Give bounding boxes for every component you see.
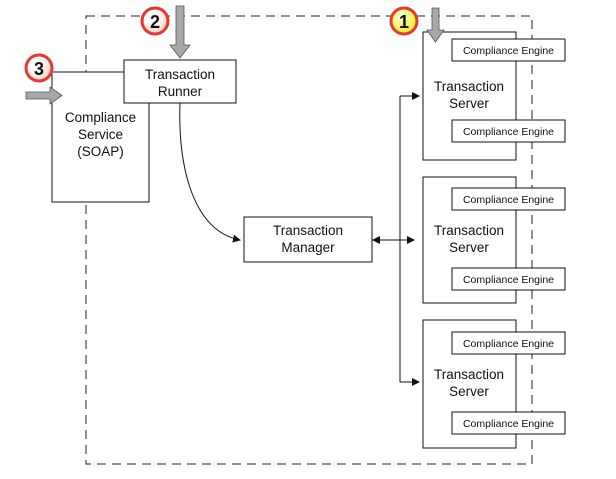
server-1-line1: Transaction (434, 79, 504, 94)
transaction-manager-box: Transaction Manager (243, 216, 373, 263)
entry-arrow-runner (169, 5, 191, 59)
manager-bus-arrow-left-head (372, 236, 380, 244)
transaction-manager-line2: Manager (281, 240, 335, 255)
server-1-line2: Server (449, 96, 489, 111)
server-3-engine-bottom: Compliance Engine (451, 411, 566, 435)
server-1-engine-top: Compliance Engine (451, 38, 566, 62)
server-3-engine-top-label: Compliance Engine (463, 338, 554, 350)
server-3-engine-top: Compliance Engine (451, 331, 566, 355)
transaction-server-1: Transaction Server Compliance Engine Com… (422, 31, 566, 161)
badge-2: 2 (140, 6, 170, 36)
server-3-engine-bottom-label: Compliance Engine (463, 418, 554, 430)
badge-3: 3 (24, 53, 54, 83)
server-2-engine-bottom: Compliance Engine (451, 267, 566, 291)
transaction-server-2: Transaction Server Compliance Engine Com… (422, 176, 566, 304)
badge-1: 1 (389, 6, 419, 36)
runner-to-manager-arrow (179, 102, 241, 243)
server-2-line1: Transaction (434, 223, 504, 238)
transaction-runner-box: Transaction Runner (123, 59, 237, 104)
entry-arrow-service (25, 86, 63, 105)
transaction-server-3: Transaction Server Compliance Engine Com… (422, 319, 566, 449)
transaction-manager-line1: Transaction (273, 223, 343, 238)
server-1-engine-bottom: Compliance Engine (451, 119, 566, 143)
server-1-engine-bottom-label: Compliance Engine (463, 126, 554, 138)
server-3-line1: Transaction (434, 367, 504, 382)
server-3-line2: Server (449, 384, 489, 399)
entry-arrow-server (426, 7, 445, 43)
badge-2-number: 2 (150, 12, 160, 32)
badge-1-number: 1 (399, 12, 409, 32)
compliance-service-line1: Compliance (65, 110, 136, 125)
server-2-engine-bottom-label: Compliance Engine (463, 274, 554, 286)
compliance-service-line3: (SOAP) (77, 144, 124, 159)
server-2-line2: Server (449, 240, 489, 255)
transaction-runner-line2: Runner (158, 84, 203, 99)
system-boundary (85, 15, 533, 465)
transaction-runner-line1: Transaction (145, 67, 215, 82)
compliance-service-box: Compliance Service (SOAP) (51, 71, 150, 203)
badge-3-number: 3 (34, 59, 44, 79)
compliance-service-line2: Service (78, 127, 123, 142)
server-1-engine-top-label: Compliance Engine (463, 45, 554, 57)
server-2-engine-top-label: Compliance Engine (463, 194, 554, 206)
server-2-engine-top: Compliance Engine (451, 187, 566, 211)
